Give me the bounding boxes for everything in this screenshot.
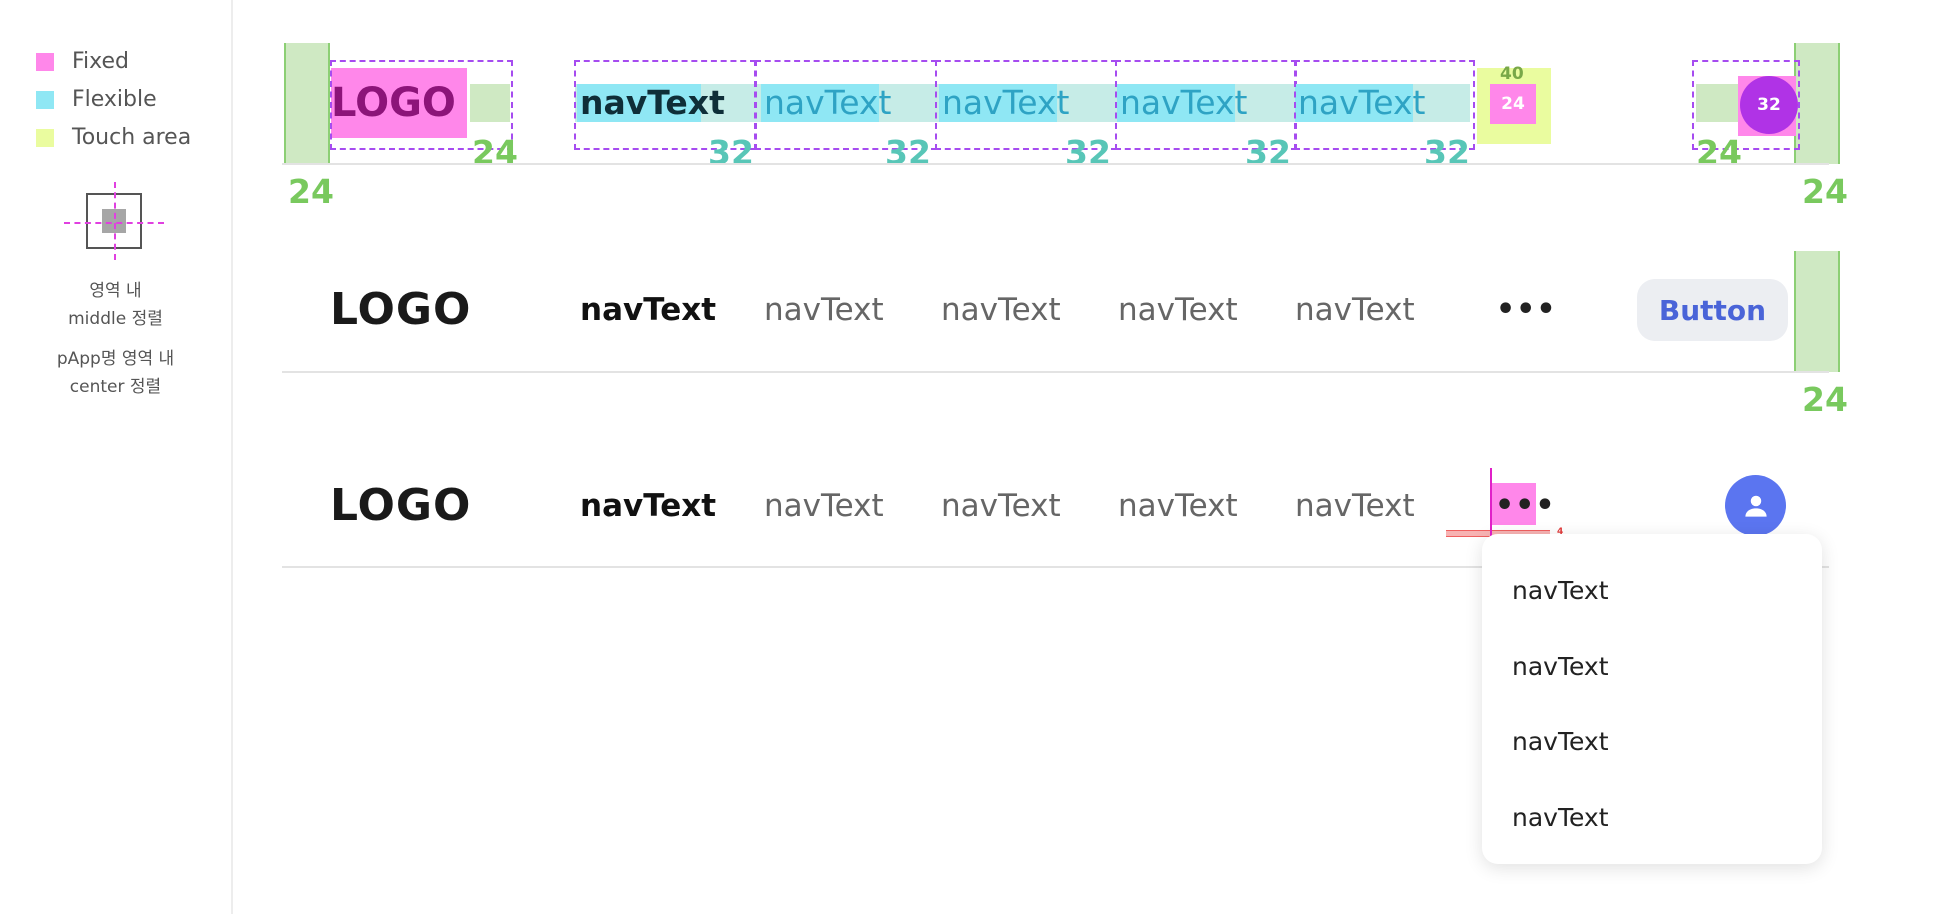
note-line: middle 정렬 (68, 309, 163, 329)
avatar-button[interactable] (1725, 475, 1786, 536)
logo-gap-label: 24 (472, 133, 518, 172)
logo-bounds (330, 60, 513, 150)
nav-item-bounds (1294, 60, 1475, 150)
nav-item[interactable]: navText (764, 488, 884, 524)
dropdown-item[interactable]: navText (1512, 652, 1609, 681)
header-button-divider (282, 371, 1829, 373)
logo-gap-area (470, 84, 510, 122)
touch-area-swatch (36, 128, 54, 147)
nav-item[interactable]: navText (1118, 292, 1238, 328)
legend-label: Flexible (72, 87, 157, 112)
header-button[interactable]: Button (1637, 279, 1788, 341)
nav-gap-label: 32 (1424, 133, 1470, 172)
nav-item[interactable]: navText (764, 292, 884, 328)
nav-gap-label: 32 (885, 133, 931, 172)
legend-label: Touch area (72, 125, 192, 150)
left-margin-area (284, 43, 330, 164)
note-line: center 정렬 (69, 377, 162, 397)
right-margin-label: 24 (1802, 172, 1848, 211)
nav-text-fixed (577, 84, 701, 122)
more-size-label: 24 (1501, 94, 1525, 114)
nav-gap-label: 32 (1065, 133, 1111, 172)
user-icon (1744, 495, 1767, 517)
spec-logo-block: LOGO (331, 68, 467, 138)
legend-item-touch-area: Touch area (36, 125, 191, 150)
more-touch-label: 40 (1500, 64, 1524, 84)
nav-text-fixed (761, 84, 879, 122)
more-icon[interactable]: ••• (1496, 292, 1557, 327)
nav-gap-label: 32 (1245, 133, 1291, 172)
legend-panel: Fixed Flexible Touch area 영역 내 middle 정렬… (0, 0, 233, 914)
dropdown-item[interactable]: navText (1512, 803, 1609, 832)
spacing-marker-label: 4 (1557, 527, 1564, 537)
more-highlight (1490, 483, 1536, 525)
more-icon[interactable]: ••• (1495, 488, 1556, 523)
flexible-swatch (36, 90, 54, 109)
legend-item-flexible: Flexible (36, 87, 157, 112)
dropdown-item[interactable]: navText (1512, 727, 1609, 756)
legend-item-fixed: Fixed (36, 49, 129, 74)
spec-nav-item: navText (1120, 83, 1248, 122)
nav-text-fixed (939, 84, 1057, 122)
nav-item[interactable]: navText (1295, 292, 1415, 328)
avatar-bounds (1692, 60, 1800, 150)
right-margin-label: 24 (1802, 380, 1848, 419)
nav-text-fixed (1117, 84, 1235, 122)
header-button-label: Button (1658, 293, 1767, 327)
fixed-swatch (36, 52, 54, 71)
center-align-note: pApp명 영역 내 center 정렬 (0, 345, 231, 401)
left-margin-label: 24 (288, 172, 334, 211)
spec-logo: LOGO (331, 80, 456, 126)
spec-nav-item: navText (942, 83, 1070, 122)
logo[interactable]: LOGO (330, 480, 472, 531)
legend-label: Fixed (72, 49, 130, 74)
nav-gap-label: 32 (708, 133, 754, 172)
nav-item[interactable]: navText (1118, 488, 1238, 524)
spec-avatar: 32 (1740, 76, 1798, 134)
right-margin-area (1794, 43, 1840, 164)
dropdown-item[interactable]: navText (1512, 576, 1609, 605)
logo[interactable]: LOGO (330, 284, 472, 335)
avatar-gap-area (1696, 84, 1738, 122)
avatar-size-label: 32 (1757, 95, 1781, 115)
nav-item-active[interactable]: navText (580, 488, 717, 524)
nav-item-active[interactable]: navText (580, 292, 717, 328)
header-avatar-divider (282, 566, 1829, 568)
note-line: 영역 내 (89, 281, 142, 301)
nav-item[interactable]: navText (1295, 488, 1415, 524)
nav-item[interactable]: navText (941, 488, 1061, 524)
spec-row-divider (282, 163, 1829, 165)
spec-nav-item: navText (1298, 83, 1426, 122)
avatar-gap-label: 24 (1696, 133, 1742, 172)
middle-align-note: 영역 내 middle 정렬 (0, 277, 231, 333)
right-margin-area (1794, 251, 1840, 372)
nav-dropdown-menu: navText navText navText navText (1482, 534, 1822, 864)
more-fixed-area: 24 (1490, 84, 1536, 124)
vertical-guide (114, 182, 116, 260)
spec-nav-active: navText (580, 83, 725, 122)
nav-item[interactable]: navText (941, 292, 1061, 328)
note-line: pApp명 영역 내 (56, 349, 175, 369)
spec-nav-item: navText (764, 83, 892, 122)
nav-text-fixed (1295, 84, 1413, 122)
